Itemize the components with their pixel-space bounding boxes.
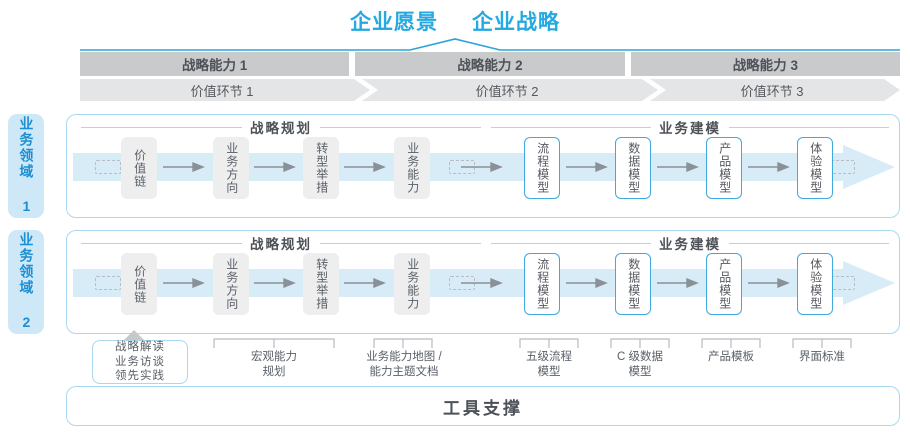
section-rule-left	[81, 242, 242, 244]
value-chain-cell-2: 价值环节 2	[362, 79, 658, 101]
title-brace-connector	[80, 38, 900, 51]
tool-bracket	[373, 338, 433, 348]
tool-support-title: 工具支撑	[443, 398, 523, 418]
tool-bracket	[610, 338, 670, 348]
business-domain-label-1: 业务领域 1	[8, 114, 44, 218]
node-product-model-2[interactable]: 产品模型	[706, 253, 742, 315]
node-process-model-2[interactable]: 流程模型	[524, 253, 560, 315]
node-transformation-measures-2[interactable]: 转型举措	[303, 253, 339, 315]
node-experience-model-2[interactable]: 体验模型	[797, 253, 833, 315]
tool-box-strategy-interpretation[interactable]: 战略解读 业务访谈 领先实践	[92, 340, 188, 384]
section-rule-right	[320, 126, 481, 128]
domain-text-2: 业务领域 2	[18, 232, 35, 332]
tool-bracket	[519, 338, 579, 348]
section-rule-right	[729, 126, 889, 128]
tool-label-product-template: 产品模板	[708, 351, 754, 363]
node-business-direction-1[interactable]: 业务方向	[213, 137, 249, 199]
flow-connector-arrow	[566, 162, 608, 172]
node-process-model-1[interactable]: 流程模型	[524, 137, 560, 199]
section-title-right: 业务建模	[659, 121, 721, 136]
dashed-placeholder	[95, 276, 121, 290]
section-rule-left	[81, 126, 242, 128]
section-rule-right	[320, 242, 481, 244]
node-value-chain-1[interactable]: 价值链	[121, 137, 157, 199]
node-business-direction-2[interactable]: 业务方向	[213, 253, 249, 315]
node-data-model-2[interactable]: 数据模型	[615, 253, 651, 315]
value-chain-cell-3: 价值环节 3	[650, 79, 900, 101]
section-header-business-modeling-1: 业务建模	[491, 119, 889, 136]
enterprise-strategy-title: 企业战略	[472, 11, 560, 34]
flow-connector-arrow	[657, 278, 699, 288]
tool-label-ui-standard: 界面标准	[799, 351, 845, 363]
tool-box-label: 战略解读 业务访谈 领先实践	[115, 340, 165, 383]
strategic-capability-row: 战略能力 1 战略能力 2 战略能力 3	[80, 52, 900, 76]
node-business-capability-1[interactable]: 业务能力	[394, 137, 430, 199]
flow-connector-arrow	[748, 162, 790, 172]
tool-label-c-level-data: C 级数据 模型	[617, 351, 663, 378]
node-product-model-1[interactable]: 产品模型	[706, 137, 742, 199]
node-data-model-1[interactable]: 数据模型	[615, 137, 651, 199]
node-value-chain-2[interactable]: 价值链	[121, 253, 157, 315]
flow-connector-arrow	[748, 278, 790, 288]
flow-connector-arrow	[344, 278, 386, 288]
section-title-right: 业务建模	[659, 237, 721, 252]
flow-connector-arrow	[254, 162, 296, 172]
header-titles: 企业愿景 企业战略	[0, 6, 910, 36]
flow-connector-arrow	[461, 162, 503, 172]
section-rule-left	[491, 126, 651, 128]
dashed-placeholder	[95, 160, 121, 174]
section-title-left: 战略规划	[250, 237, 312, 252]
section-title-left: 战略规划	[250, 121, 312, 136]
capability-cell-3: 战略能力 3	[630, 52, 900, 76]
value-chain-label-2: 价值环节 2	[475, 83, 539, 99]
tool-label-macro-capability: 宏观能力 规划	[251, 351, 297, 378]
capability-cell-1: 战略能力 1	[80, 52, 350, 76]
flow-connector-arrow	[163, 278, 205, 288]
tool-label-capability-map: 业务能力地图 / 能力主题文档	[366, 351, 442, 378]
flow-connector-arrow	[566, 278, 608, 288]
tool-support-container: 工具支撑	[66, 386, 900, 426]
value-chain-label-3: 价值环节 3	[740, 83, 804, 99]
flow-connector-arrow	[461, 278, 503, 288]
domain-text-1: 业务领域 1	[18, 116, 35, 216]
tool-bracket	[213, 338, 335, 348]
flow-connector-arrow	[163, 162, 205, 172]
flow-connector-arrow	[344, 162, 386, 172]
domain-band-2: 战略规划 业务建模 价值链 业务方向 转型举措 业务能力 流程模型 数据模型 产…	[66, 230, 900, 334]
tool-label-five-level-process: 五级流程 模型	[526, 351, 572, 378]
value-chain-row: 价值环节 1 价值环节 2 价值环节 3	[80, 79, 900, 101]
domain-band-1: 战略规划 业务建模 价值链 业务方向 转型举措 业务能力 流程模型 数据模型 产…	[66, 114, 900, 218]
node-business-capability-2[interactable]: 业务能力	[394, 253, 430, 315]
section-rule-left	[491, 242, 651, 244]
section-header-strategy-planning-2: 战略规划	[81, 235, 481, 252]
node-transformation-measures-1[interactable]: 转型举措	[303, 137, 339, 199]
tool-bracket	[792, 338, 852, 348]
value-chain-label-1: 价值环节 1	[190, 83, 254, 99]
section-header-strategy-planning-1: 战略规划	[81, 119, 481, 136]
section-rule-right	[729, 242, 889, 244]
flow-connector-arrow	[254, 278, 296, 288]
node-experience-model-1[interactable]: 体验模型	[797, 137, 833, 199]
enterprise-vision-title: 企业愿景	[350, 11, 438, 34]
tool-bracket	[701, 338, 761, 348]
value-chain-cell-1: 价值环节 1	[80, 79, 370, 101]
business-domain-label-2: 业务领域 2	[8, 230, 44, 334]
flow-connector-arrow	[657, 162, 699, 172]
capability-cell-2: 战略能力 2	[355, 52, 625, 76]
section-header-business-modeling-2: 业务建模	[491, 235, 889, 252]
